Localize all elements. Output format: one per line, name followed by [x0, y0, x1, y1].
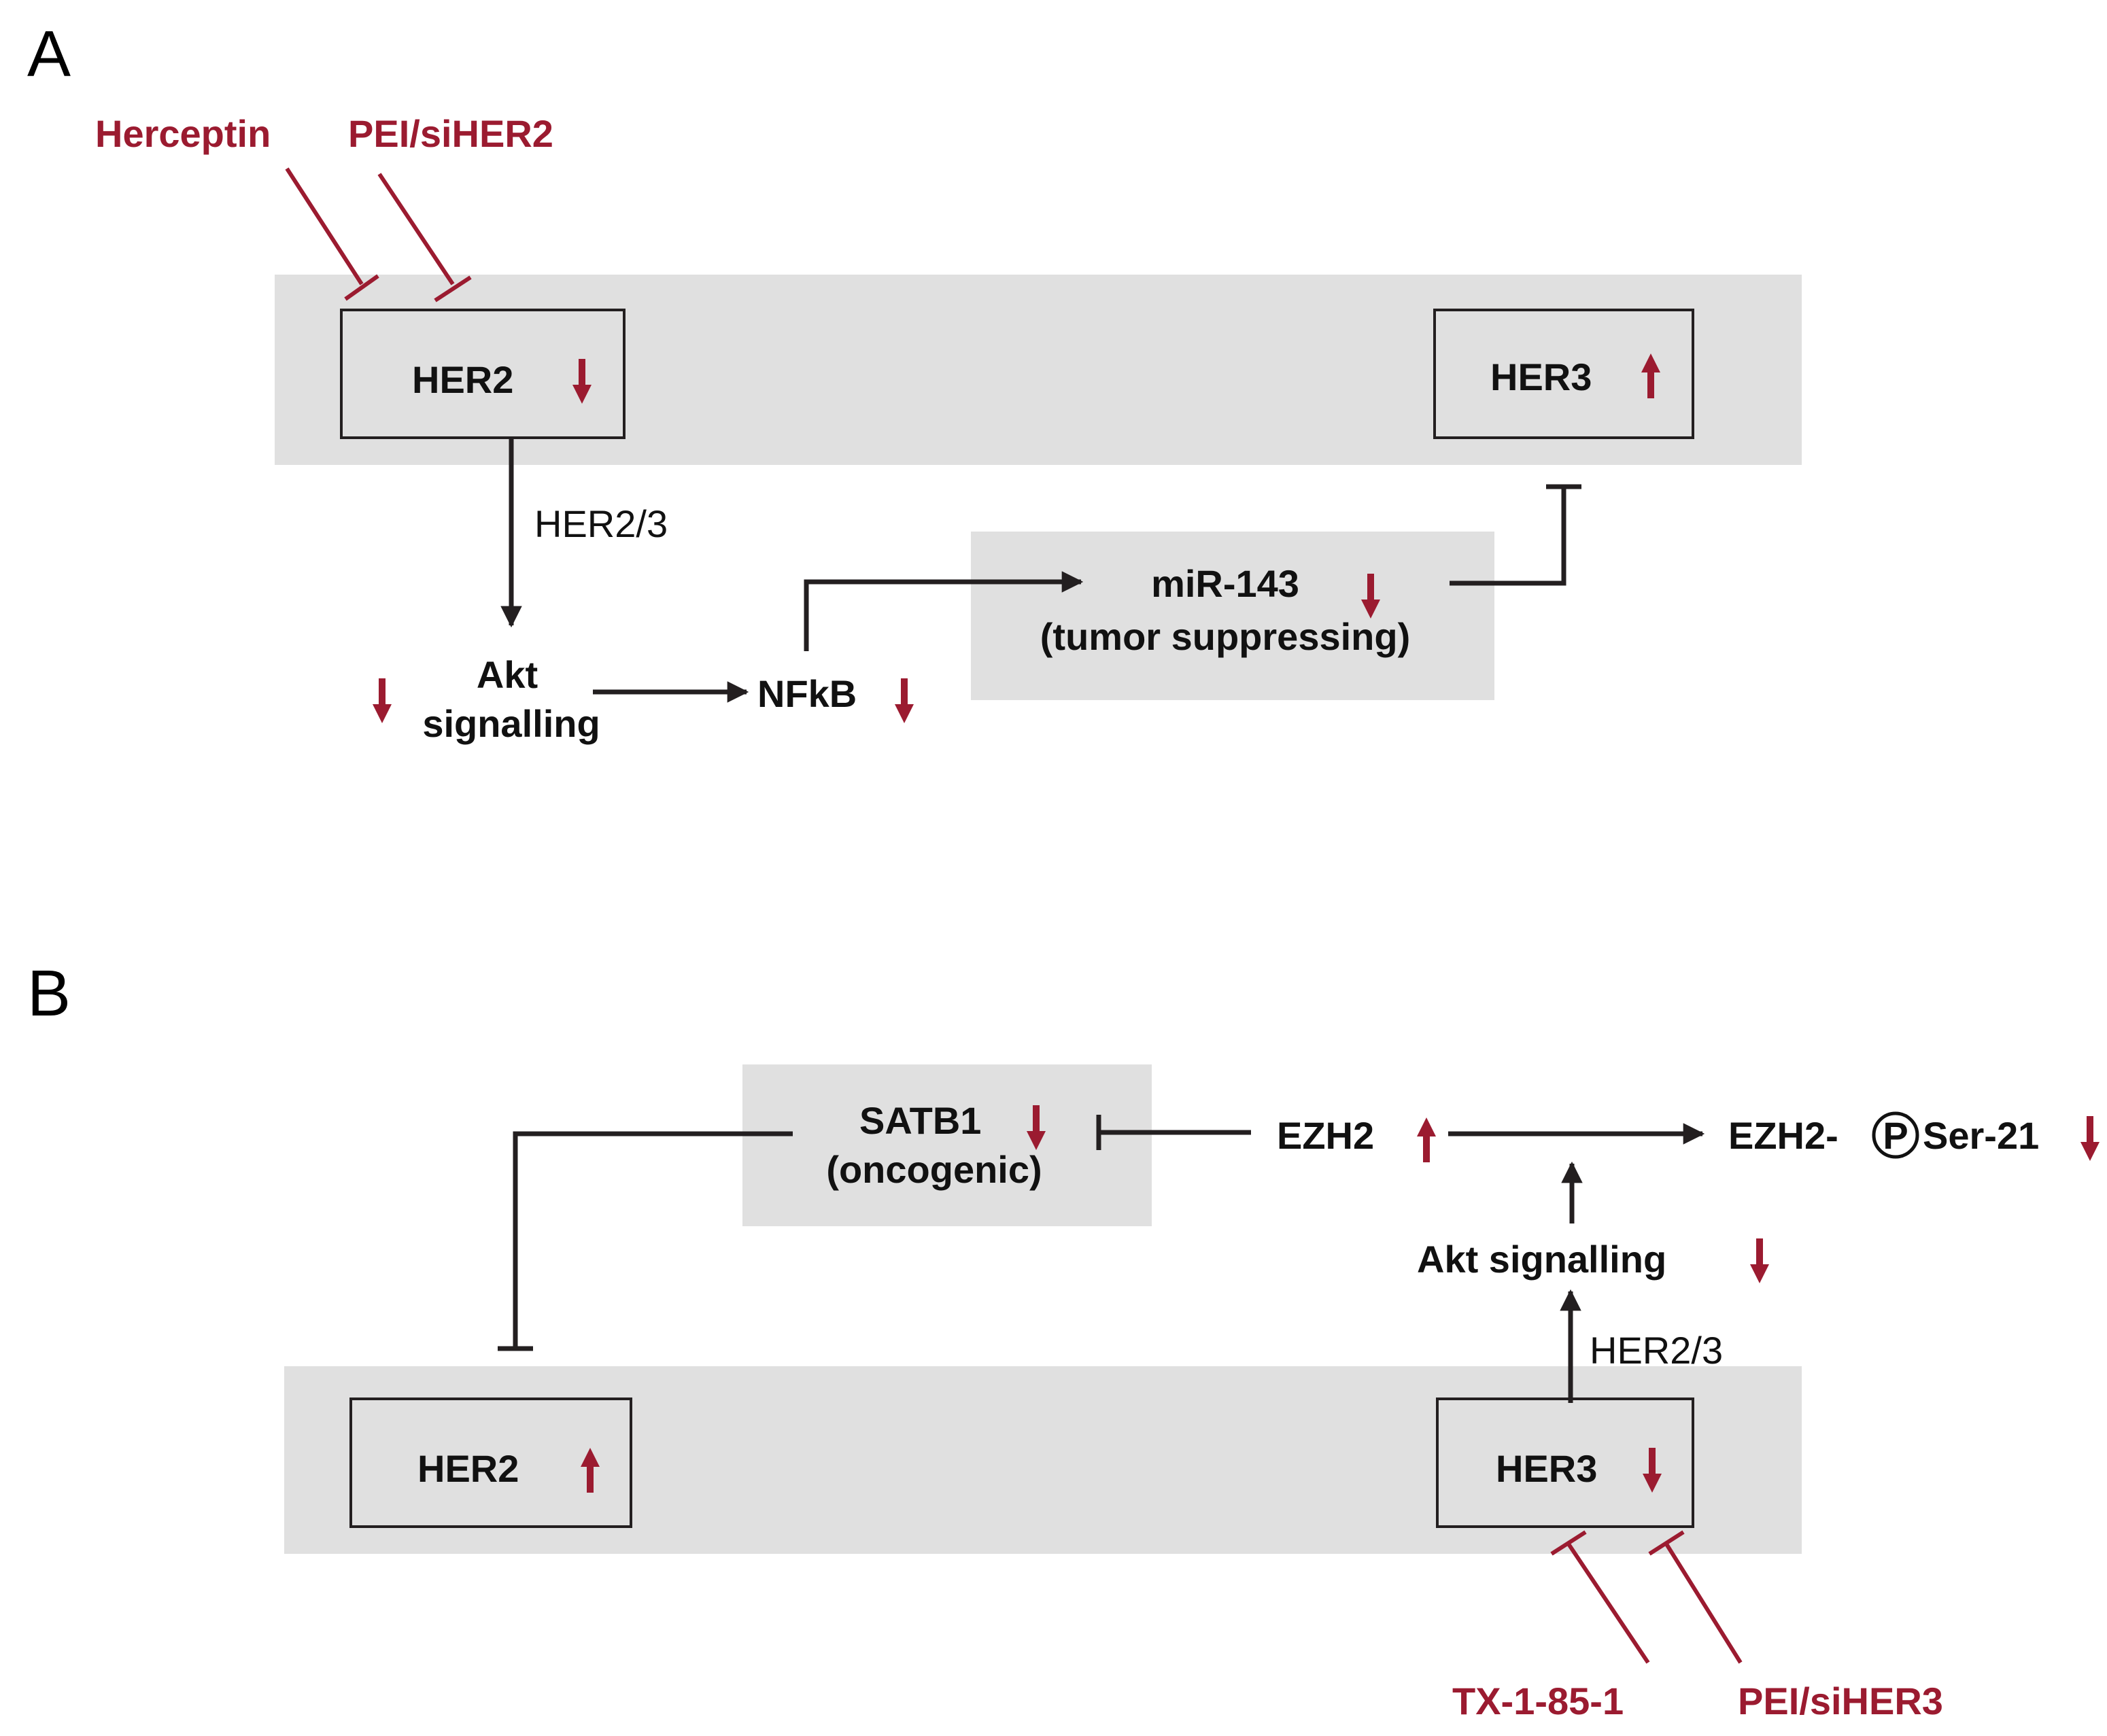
ezh2-phospho-suffix: Ser-21 — [1923, 1114, 2039, 1157]
herceptin-inhibition — [285, 167, 379, 301]
ezh2-label: EZH2 — [1277, 1114, 1374, 1157]
satb1-label-line2: (oncogenic) — [826, 1148, 1042, 1191]
nfkb-label: NFkB — [757, 672, 857, 715]
ezh2-phospho-prefix: EZH2- — [1728, 1114, 1838, 1157]
akt-label-a-line1: Akt — [477, 653, 538, 696]
mir143-label-line1: miR-143 — [1151, 562, 1299, 605]
satb1-inhibits-her2 — [498, 1131, 793, 1351]
mir143-label-line2: (tumor suppressing) — [1040, 615, 1410, 658]
satb1-band — [742, 1064, 1152, 1226]
nfkb-to-mir143-arrow — [804, 571, 1084, 651]
tx-label: TX-1-85-1 — [1452, 1680, 1624, 1722]
panel-a-label: A — [27, 18, 71, 90]
arrow-down-icon — [373, 678, 392, 723]
membrane-band-a — [275, 275, 1802, 465]
satb1-label-line1: SATB1 — [859, 1099, 981, 1142]
her3-label-a: HER3 — [1490, 355, 1592, 398]
herceptin-label: Herceptin — [95, 112, 271, 155]
her3-label-b: HER3 — [1496, 1447, 1597, 1490]
arrow-down-icon — [895, 678, 914, 723]
her23-edge-label-a: HER2/3 — [534, 502, 668, 545]
panel-b-label: B — [27, 957, 71, 1030]
arrow-down-icon — [1750, 1238, 1769, 1283]
pei-siher3-inhibition — [1648, 1530, 1743, 1664]
akt-label-a-line2: signalling — [422, 702, 600, 745]
mir143-inhibits-her3 — [1450, 484, 1581, 586]
arrow-down-icon — [2080, 1116, 2100, 1161]
her2-label-a: HER2 — [412, 358, 513, 401]
arrow-up-icon — [1417, 1117, 1436, 1162]
her3-box-a — [1433, 309, 1694, 439]
her3-box-b — [1436, 1398, 1694, 1528]
ezh2-inhibits-satb1 — [1096, 1115, 1251, 1150]
phosphate-circle — [1872, 1111, 1919, 1159]
tx-inhibition — [1550, 1530, 1650, 1664]
pei-siher2-label: PEI/siHER2 — [348, 112, 553, 155]
pei-siher2-inhibition — [377, 173, 472, 302]
panel-b: B SATB1 (oncogenic) EZH2 EZH2- P Ser-21 — [27, 957, 2100, 1722]
her23-edge-label-b: HER2/3 — [1590, 1329, 1723, 1372]
phosphate-symbol: P — [1883, 1114, 1908, 1157]
her2-box-b — [349, 1398, 632, 1528]
mir143-band — [971, 532, 1494, 700]
panel-a: A Herceptin PEI/siHER2 HER2 HER3 HER2/3 … — [27, 18, 1802, 745]
akt-label-b: Akt signalling — [1417, 1238, 1666, 1281]
her2-box-a — [340, 309, 626, 439]
her2-label-b: HER2 — [417, 1447, 519, 1490]
pei-siher3-label: PEI/siHER3 — [1738, 1680, 1943, 1722]
